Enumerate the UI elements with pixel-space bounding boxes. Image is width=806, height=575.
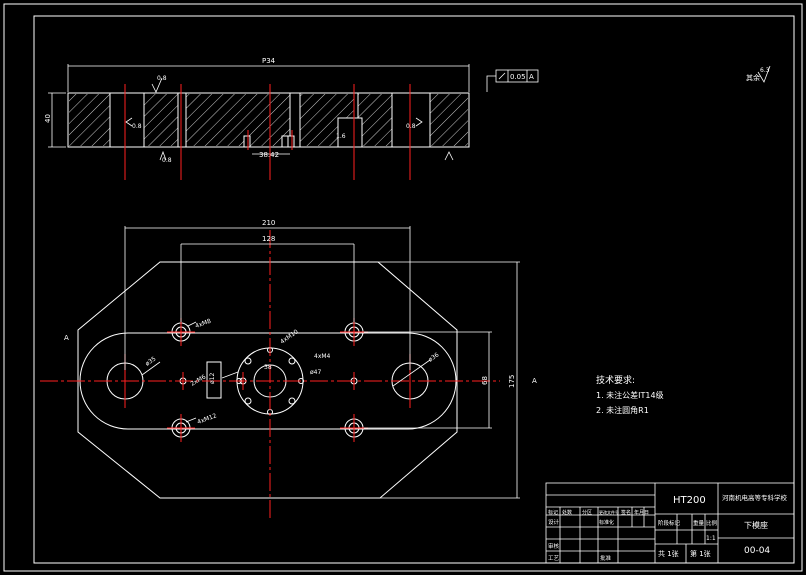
left-label-standard: 标准化 bbox=[599, 519, 614, 526]
callout-m10: 4xM10 bbox=[279, 328, 300, 345]
header-label-mark: 标记 bbox=[548, 509, 558, 516]
header-label-doc: 更改文件号 bbox=[599, 509, 619, 515]
roughness-label-5: 1.6 bbox=[336, 133, 346, 140]
sheet-total: 共 1张 bbox=[658, 549, 679, 558]
callout-d35: ø35 bbox=[144, 355, 157, 367]
flatness-callout bbox=[486, 69, 539, 92]
roughness-label-1: 0.8 bbox=[157, 75, 167, 82]
callout-m4: 4xM4 bbox=[314, 353, 331, 360]
pitch-dim-label: 128 bbox=[262, 235, 275, 243]
left-label-approve: 批准 bbox=[600, 554, 612, 562]
section-label-left: A bbox=[64, 334, 69, 342]
section-view: P34 40 38.42 0.05 A 0.8 0.8 0.8 0.8 1.6 … bbox=[44, 57, 771, 164]
header-label-date: 年月日 bbox=[634, 509, 649, 516]
school-name: 河南机电高等专科学校 bbox=[722, 493, 788, 502]
height-dim-label: 175 bbox=[508, 375, 516, 388]
overall-dim-label: P34 bbox=[262, 57, 276, 65]
callout-m8: 4xM8 bbox=[194, 318, 212, 330]
other-roughness-prefix: 其余 bbox=[746, 73, 760, 82]
scale-value: 1:1 bbox=[706, 535, 716, 542]
inner-obround bbox=[79, 332, 457, 430]
callout-d36: ø36 bbox=[427, 351, 440, 363]
notes-title: 技术要求: bbox=[596, 374, 635, 386]
note-2: 2. 未注圆角R1 bbox=[596, 405, 649, 415]
material-label: HT200 bbox=[673, 495, 706, 506]
other-roughness-value: 6.3 bbox=[760, 67, 770, 74]
left-label-design: 设计 bbox=[548, 518, 560, 526]
mid-label-weight: 重量 bbox=[693, 519, 705, 527]
flatness-datum: A bbox=[529, 73, 534, 81]
callout-m12: 4xM12 bbox=[196, 412, 218, 426]
sheet-number: 第 1张 bbox=[690, 549, 711, 558]
section-outline bbox=[67, 92, 470, 148]
note-1: 1. 未注公差IT14级 bbox=[596, 390, 664, 400]
header-label-count: 处数 bbox=[562, 509, 572, 516]
technical-notes: 技术要求: 1. 未注公差IT14级 2. 未注圆角R1 bbox=[596, 374, 664, 415]
callout-d12: ø12 bbox=[209, 373, 216, 384]
callout-d47: ø47 bbox=[310, 369, 321, 376]
callout-m6: 2xM6 bbox=[190, 373, 208, 387]
outer-border bbox=[3, 3, 803, 572]
roughness-label-3: 0.8 bbox=[132, 123, 142, 130]
inner-dim-label: 68 bbox=[481, 376, 489, 385]
title-block bbox=[545, 482, 795, 564]
left-label-process: 工艺 bbox=[548, 555, 560, 562]
header-label-sign: 签名 bbox=[621, 509, 631, 516]
base-plate-outline bbox=[77, 261, 458, 499]
thickness-dim-label: 40 bbox=[44, 114, 52, 123]
header-label-zone: 分区 bbox=[582, 509, 592, 516]
mid-label-stage: 阶段标记 bbox=[658, 519, 681, 527]
roughness-label-2: 0.8 bbox=[162, 157, 172, 164]
flatness-value: 0.05 bbox=[510, 73, 526, 81]
roughness-label-4: 0.8 bbox=[406, 123, 416, 130]
inner-border bbox=[33, 15, 795, 564]
mid-label-scale: 比例 bbox=[706, 519, 718, 527]
drawing-number: 00-04 bbox=[744, 546, 770, 556]
callout-38: 38 bbox=[264, 364, 272, 371]
section-label-right: A bbox=[532, 377, 537, 385]
plan-view: 210 128 175 68 A A 4xM8 4xM12 2xM6 4xM10… bbox=[40, 84, 537, 520]
part-name: 下模座 bbox=[744, 520, 768, 530]
spacing-dim-label: 38.42 bbox=[259, 151, 279, 159]
left-label-review: 审核 bbox=[548, 542, 560, 550]
width-dim-label: 210 bbox=[262, 219, 275, 227]
